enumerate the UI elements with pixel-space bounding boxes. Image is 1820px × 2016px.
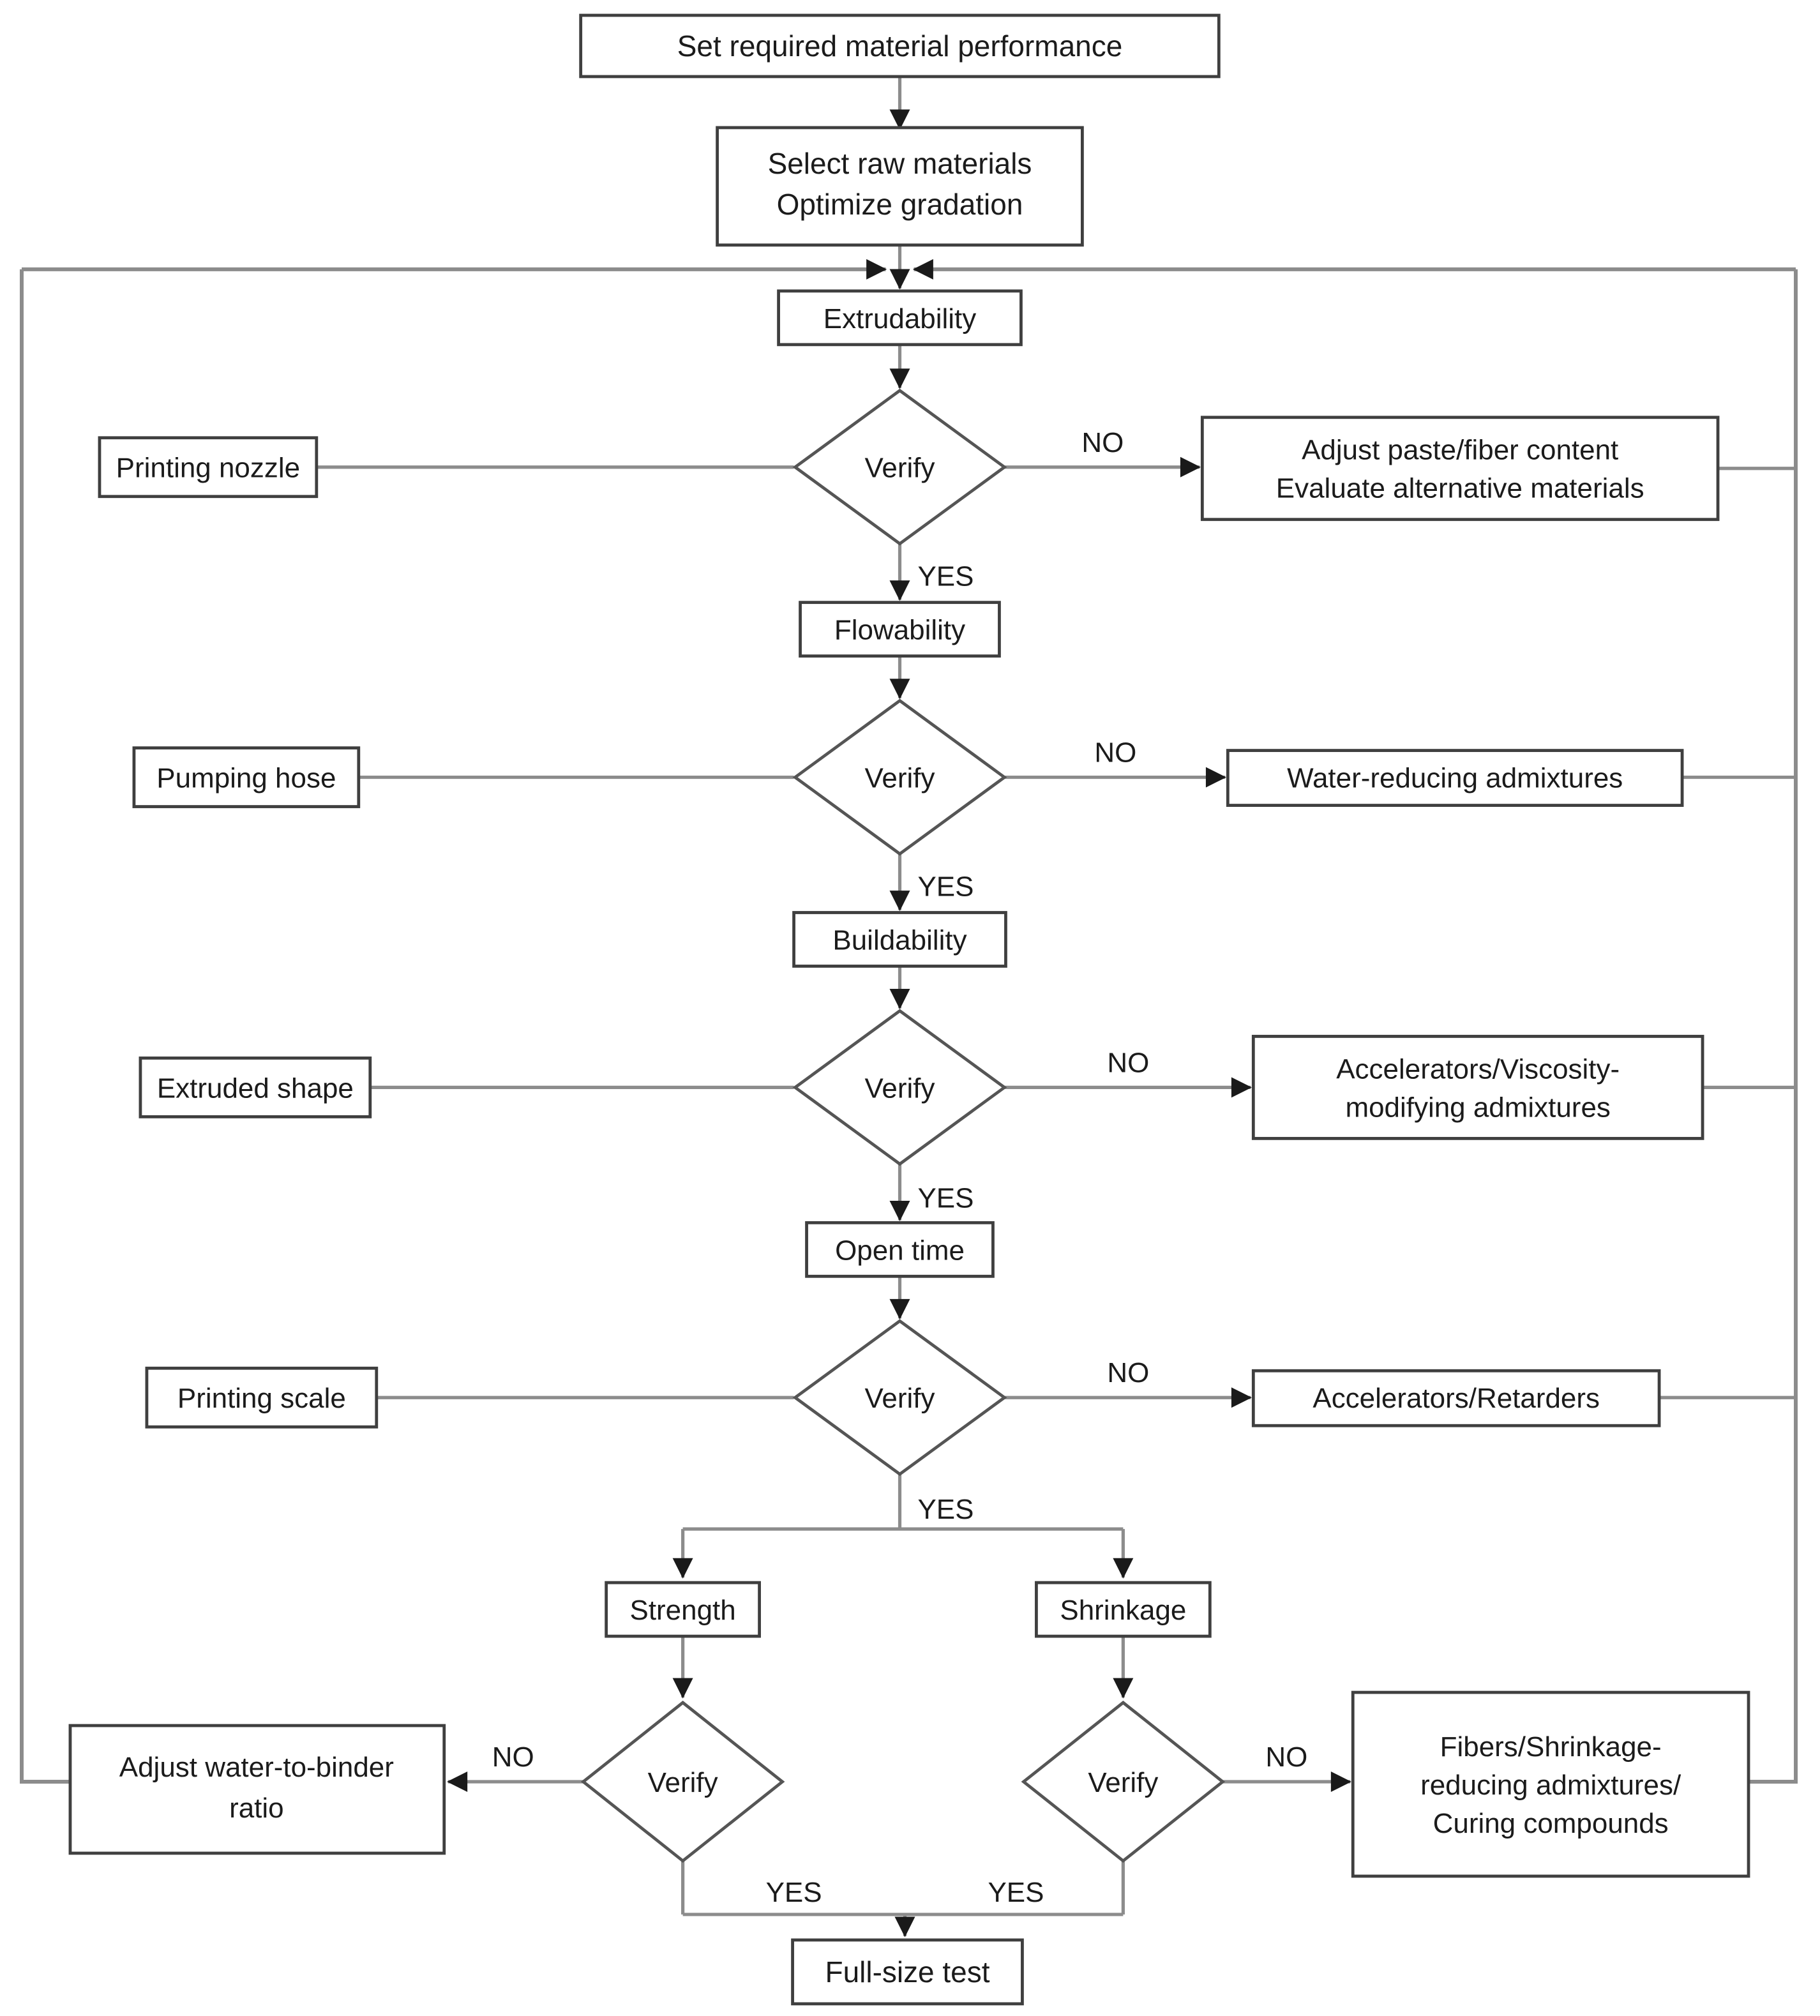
strength-label: Strength bbox=[630, 1595, 736, 1626]
yes-label-1: YES bbox=[917, 561, 974, 592]
verify4-label: Verify bbox=[865, 1383, 935, 1414]
fibers-label: Fibers/Shrinkage-reducing admixtures/Cur… bbox=[1420, 1731, 1681, 1839]
extrudability-label: Extrudability bbox=[824, 303, 977, 335]
water-reducing-label: Water-reducing admixtures bbox=[1287, 763, 1623, 794]
box-open-time bbox=[805, 1221, 995, 1278]
yes-label-2: YES bbox=[917, 871, 974, 903]
no-label-3: NO bbox=[1107, 1047, 1149, 1078]
set-performance-label: Set required material performance bbox=[677, 29, 1123, 63]
printing-scale-label: Printing scale bbox=[177, 1383, 346, 1414]
diamond-verify-strength bbox=[580, 1700, 785, 1863]
feedback-rail-right bbox=[1750, 269, 1798, 1784]
shrinkage-label: Shrinkage bbox=[1060, 1595, 1186, 1626]
full-size-test-label: Full-size test bbox=[825, 1955, 990, 1989]
box-strength bbox=[605, 1581, 761, 1638]
accel-viscosity-label: Accelerators/Viscosity-modifying admixtu… bbox=[1336, 1053, 1620, 1123]
box-extruded-shape bbox=[139, 1057, 372, 1118]
diamond-verify-extrudability bbox=[792, 388, 1007, 546]
no-label-4: NO bbox=[1107, 1357, 1149, 1388]
no-label-5: NO bbox=[492, 1741, 534, 1773]
pumping-hose-label: Pumping hose bbox=[156, 763, 336, 794]
printing-nozzle-label: Printing nozzle bbox=[116, 453, 300, 484]
box-select-materials bbox=[716, 126, 1084, 247]
box-shrinkage bbox=[1035, 1581, 1212, 1638]
edge-yes-join bbox=[681, 1860, 1125, 1916]
accel-retarders-label: Accelerators/Retarders bbox=[1312, 1383, 1600, 1414]
yes-label-6: YES bbox=[988, 1877, 1044, 1908]
verify2-label: Verify bbox=[865, 763, 935, 794]
box-accel-retarders bbox=[1251, 1369, 1661, 1427]
box-flowability bbox=[799, 601, 1001, 658]
verify1-label: Verify bbox=[865, 453, 935, 484]
open-time-label: Open time bbox=[835, 1235, 965, 1266]
box-adjust-paste bbox=[1200, 416, 1720, 522]
yes-label-5: YES bbox=[766, 1877, 822, 1908]
verify5-label: Verify bbox=[648, 1767, 718, 1798]
box-full-size-test bbox=[791, 1938, 1024, 2006]
diamond-verify-flowability bbox=[792, 698, 1007, 856]
diamond-verify-shrinkage bbox=[1021, 1700, 1226, 1863]
box-printing-scale bbox=[145, 1366, 379, 1429]
yes-label-4: YES bbox=[917, 1494, 974, 1525]
buildability-label: Buildability bbox=[832, 924, 966, 956]
extruded-shape-label: Extruded shape bbox=[157, 1072, 354, 1104]
box-accel-viscosity bbox=[1251, 1035, 1704, 1140]
verify6-label: Verify bbox=[1088, 1767, 1158, 1798]
box-buildability bbox=[792, 911, 1007, 968]
box-pumping-hose bbox=[132, 746, 361, 808]
flowability-label: Flowability bbox=[834, 615, 965, 646]
box-set-performance bbox=[579, 13, 1221, 79]
feedback-rail-left bbox=[19, 269, 69, 1784]
edge-verify4-yes-split bbox=[682, 1474, 1124, 1531]
box-printing-nozzle bbox=[98, 436, 319, 499]
yes-label-3: YES bbox=[917, 1182, 974, 1214]
diamond-verify-opentime bbox=[792, 1319, 1007, 1477]
no-label-6: NO bbox=[1265, 1741, 1307, 1773]
box-water-reducing bbox=[1226, 749, 1684, 807]
box-extrudability bbox=[777, 289, 1023, 347]
verify3-label: Verify bbox=[865, 1072, 935, 1104]
diamond-verify-buildability bbox=[792, 1009, 1007, 1166]
no-label-1: NO bbox=[1081, 427, 1124, 458]
box-adjust-wb bbox=[68, 1724, 446, 1855]
no-label-2: NO bbox=[1094, 737, 1136, 769]
box-fibers bbox=[1351, 1690, 1750, 1878]
